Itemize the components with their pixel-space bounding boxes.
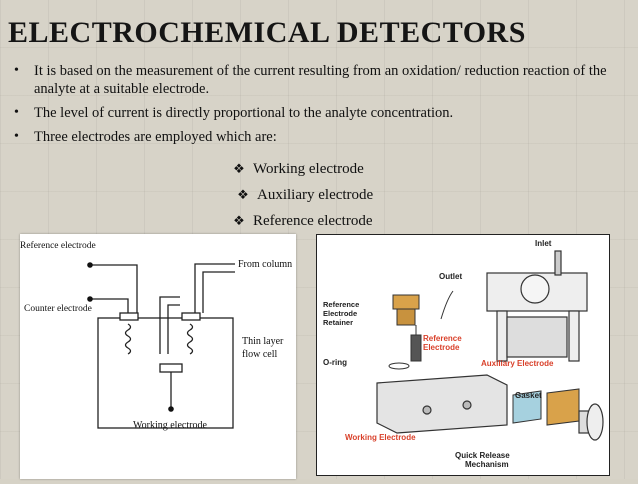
- o-ring-shape: [388, 362, 410, 370]
- electrode-item: ❖ Working electrode: [217, 156, 373, 182]
- slide-title: ELECTROCHEMICAL DETECTORS: [8, 16, 526, 49]
- quick-release-label: Quick Release: [455, 451, 510, 460]
- electrode-label: Working electrode: [253, 161, 364, 177]
- diamond-bullet-icon: ❖: [233, 213, 245, 228]
- dial-gauge: [520, 274, 550, 304]
- auxiliary-electrode-label: Auxiliary Electrode: [481, 359, 554, 368]
- working-electrode-red-label: Working Electrode: [345, 433, 416, 442]
- bullet-list: • It is based on the measurement of the …: [10, 62, 620, 152]
- coil-spring: [186, 323, 194, 355]
- bullet-dot: •: [14, 129, 19, 144]
- electrode-holder: [181, 312, 201, 321]
- working-block: [546, 388, 580, 426]
- bullet-item: • The level of current is directly propo…: [10, 104, 620, 122]
- reference-electrode-red-label: Reference: [423, 334, 462, 343]
- electrode-holder: [119, 312, 139, 321]
- bullet-item: • Three electrodes are employed which ar…: [10, 128, 620, 146]
- terminal-dot: [87, 296, 93, 302]
- electrode-label: Reference electrode: [253, 213, 373, 229]
- diamond-bullet-icon: ❖: [233, 161, 245, 176]
- electrode-list: ❖ Working electrode ❖ Auxiliary electrod…: [217, 156, 373, 234]
- counter-electrode-label: Counter electrode: [24, 304, 92, 314]
- exploded-view-diagram: Inlet Outlet Reference Electrode Retaine…: [323, 239, 604, 469]
- exploded-view-figure: Inlet Outlet Reference Electrode Retaine…: [316, 234, 610, 476]
- retainer-label: Reference: [323, 300, 359, 309]
- reference-electrode-body: [410, 334, 422, 362]
- bullet-text: It is based on the measurement of the cu…: [34, 63, 607, 97]
- outlet-tube: [167, 304, 180, 354]
- gasket-label: Gasket: [515, 391, 542, 400]
- inlet-label: Inlet: [535, 239, 552, 248]
- o-ring-label: O-ring: [323, 358, 347, 367]
- quick-release-label: Mechanism: [465, 460, 509, 469]
- flow-cell-schematic: Reference electrode Counter electrode Fr…: [20, 234, 296, 479]
- terminal-dot: [87, 262, 93, 268]
- auxiliary-block: [376, 374, 508, 434]
- electrode-item: ❖ Reference electrode: [217, 208, 373, 234]
- bullet-dot: •: [14, 63, 19, 78]
- reference-electrode-label: Reference electrode: [20, 240, 96, 251]
- cell-label: Thin layer: [242, 336, 284, 347]
- retainer-label: Electrode: [323, 309, 357, 318]
- cell-label: flow cell: [242, 349, 277, 360]
- retainer-body: [396, 308, 416, 326]
- reference-electrode-red-label: Electrode: [423, 343, 460, 352]
- bullet-dot: •: [14, 105, 19, 120]
- working-electrode-label: Working electrode: [133, 420, 207, 431]
- bullet-text: The level of current is directly proport…: [34, 105, 454, 121]
- electrode-label: Auxiliary electrode: [257, 187, 374, 203]
- inlet-tube: [194, 263, 235, 313]
- inlet-tube: [202, 271, 235, 313]
- frame-leg: [496, 310, 508, 362]
- flow-cell-body: [97, 317, 234, 429]
- frame-leg: [568, 310, 580, 362]
- electrode-item: ❖ Auxiliary electrode: [217, 182, 373, 208]
- retainer-label: Retainer: [323, 318, 353, 327]
- counter-lead: [90, 298, 129, 313]
- inlet-fitting: [554, 250, 562, 276]
- flow-cell-diagram: Reference electrode Counter electrode Fr…: [20, 240, 292, 431]
- from-column-label: From column: [238, 259, 292, 270]
- gasket-shape: [512, 390, 542, 424]
- reference-wire: [440, 290, 454, 320]
- reference-lead: [90, 264, 138, 313]
- frame-block: [506, 316, 568, 358]
- terminal-dot: [168, 406, 174, 412]
- retainer-cap: [392, 294, 420, 310]
- coil-spring: [124, 323, 132, 355]
- outlet-label: Outlet: [439, 272, 462, 281]
- bullet-item: • It is based on the measurement of the …: [10, 62, 620, 98]
- quick-release-face: [586, 403, 604, 441]
- diamond-bullet-icon: ❖: [237, 187, 249, 202]
- bullet-text: Three electrodes are employed which are:: [34, 129, 277, 145]
- working-electrode-disk: [159, 363, 183, 373]
- outlet-tube: [159, 296, 180, 354]
